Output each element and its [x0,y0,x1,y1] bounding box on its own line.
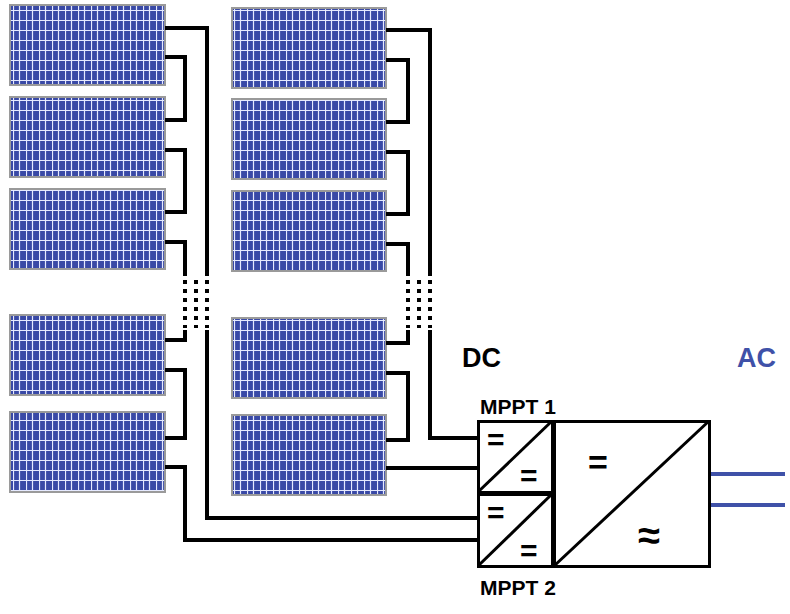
solar-panel [10,97,165,177]
diagonal [478,421,552,492]
wire [207,330,477,518]
wire [165,150,185,212]
dotted-wire [185,280,207,328]
dc-symbol: = [588,445,608,479]
dc-symbol: = [487,425,505,455]
continuation-dots [185,280,430,328]
solar-panel [232,415,386,495]
mppt-box: MPPT 2== [477,493,554,568]
wire [165,57,185,120]
ac-line [710,474,785,505]
dc-label: DC [462,345,501,372]
solar-panel [232,318,386,398]
ac-symbol: ≈ [638,515,660,555]
wire [386,152,408,214]
wire [165,370,185,438]
diagonal [554,421,709,566]
wire [386,330,408,343]
wire [386,30,430,276]
solar-panel [10,5,165,85]
wire [386,244,408,276]
solar-panel [232,8,386,88]
solar-panels [10,5,386,495]
solar-panel [10,412,165,492]
ac-output [710,474,785,505]
mppt-label: MPPT 2 [480,577,556,598]
dotted-wire [408,280,430,328]
inverter-box: =≈ [553,420,711,568]
wire [386,373,408,440]
mppt-box: MPPT 1== [477,420,554,494]
solar-panel [10,189,165,269]
wire [165,242,185,276]
dc-symbol: = [520,536,538,566]
wire [386,466,477,470]
wire [386,60,408,122]
wire [165,330,185,340]
solar-panel [10,315,165,395]
wire [165,28,207,276]
string-wiring [165,28,477,540]
dc-symbol: = [487,498,505,528]
dc-symbol: = [520,461,538,491]
mppt-label: MPPT 1 [480,396,556,417]
ac-label: AC [737,345,776,372]
diagonal [478,494,552,566]
solar-panel [232,99,386,179]
solar-panel [232,191,386,271]
wire [165,467,477,540]
